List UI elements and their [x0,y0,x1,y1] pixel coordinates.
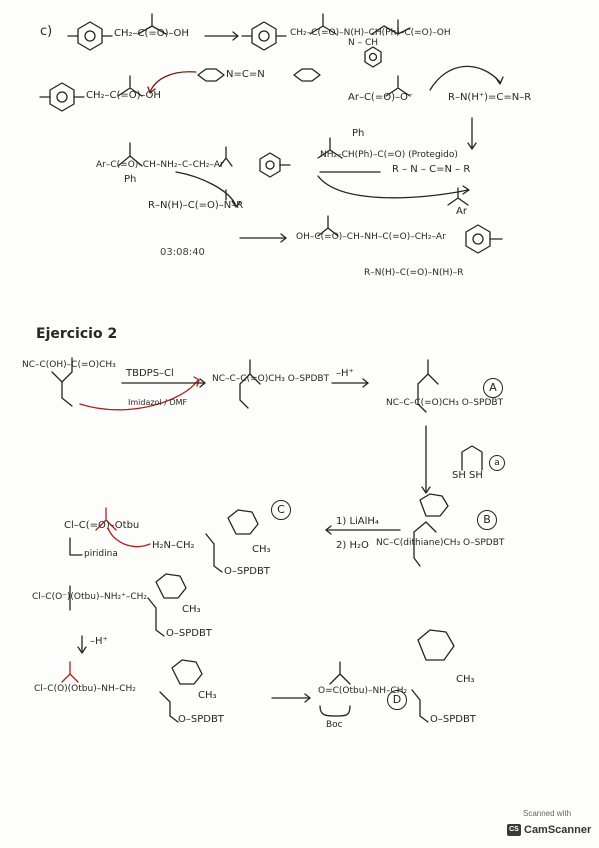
tbdpscl-reagent: TBDPS–Cl [126,368,174,379]
dcc-label: N=C=N [226,69,265,80]
benzene-ring-1 [67,21,113,51]
curved-arrow-collapse [175,171,237,207]
camscanner-brand: CS CamScanner [507,824,591,836]
camscanner-logo-icon: CS [507,824,521,836]
ph-label-1: Ph [124,174,137,185]
compound-b-label: NC–C(dithiane)CH₃ O–SPDBT [376,538,505,548]
benzene-ring-5 [465,224,503,254]
cyclohexyl-ring-2 [293,68,321,82]
dithiane-ring-d1 [171,659,203,685]
red-curved-arrow-silylation [79,379,199,411]
reactant-acid-label: CH₂–C(=O)–OH [114,28,189,39]
label-c-circle: C [271,500,291,520]
o-spdbt-label-c: O–SPDBT [224,566,270,577]
red-carbonyl-int [61,661,79,683]
curved-arrow-proton [429,65,501,91]
ch3-label-int: CH₃ [182,604,201,615]
lialh4-label: 1) LiAlH₄ [336,516,379,527]
camscanner-watermark: Scanned with CS CamScanner [507,809,591,836]
boc-label: Boc [326,720,343,730]
product-d-label: O=C(Otbu)–NH–CH₂ [318,686,408,696]
timer-stamp: 03:08:40 [160,247,205,258]
attack-arrow-pyridine [69,537,83,556]
carboxylate-label: Ar–C(=O)–O⁻ [348,92,414,103]
final-urea-label: R–N(H)–C(=O)–N(H)–R [364,268,464,278]
boc-reagent-label: Cl–C(=O)–Otbu [64,520,140,531]
h2o-label: 2) H₂O [336,540,369,551]
dithiane-ring-c [227,509,259,535]
urea-byproduct-label: R–N(H)–C(=O)–N–R [148,200,244,211]
ejercicio-2-heading: Ejercicio 2 [36,326,118,342]
acid-row2-label: CH₂–C(=O)–OH [86,90,161,101]
isourea-label: R – N – C=N – R [392,164,471,175]
o-spdbt-label-d2: O–SPDBT [430,714,476,725]
protonated-carbodiimide-label: R–N(H⁺)=C=N–R [448,92,532,103]
product-amide-label: CH₂–C(=O)–N(H)–CH(Ph)–C(=O)–OH [290,28,451,38]
ar-label: Ar [456,206,467,217]
o-spdbt-label-d1: O–SPDBT [178,714,224,725]
tetrahedral-intermediate-label: Ar–C(=O)–CH–NH₂–C–CH₂–Ar [96,160,224,170]
o-spdbt-label-int: O–SPDBT [166,628,212,639]
curved-arrow-red-attack [149,71,197,93]
silylated-label: NC–C–C(=O)CH₃ O–SPDBT [212,374,330,384]
amine-c-label: H₂N–CH₂ [152,540,195,551]
label-d-circle: D [387,690,407,710]
deprotonation-label: –H⁺ [336,368,354,379]
red-carbonyl-boc [95,507,117,531]
dithiane-ring-int [155,573,187,599]
camscanner-brand-text: CamScanner [524,824,592,836]
label-a-circle: A [483,378,503,398]
dithiane-ring-d2 [417,629,455,661]
acyl-line-1 [137,13,167,35]
curved-arrow-attack-2 [317,175,469,199]
dithiane-ring-b [419,493,449,517]
product-nh-label: N – CH [348,38,379,48]
ch3-label-d2: CH₃ [456,674,475,685]
scanned-with-text: Scanned with [522,809,572,818]
pyridine-label: piridina [84,549,118,559]
benzene-ring-3 [39,82,85,112]
tetra-int-label: Cl–C(O⁻)(Otbu)–NH₂⁺–CH₂ [32,592,147,602]
compound-a-label: NC–C–C(=O)CH₃ O–SPDBT [386,398,504,408]
red-attack-arrow-amine [107,527,151,548]
carbamate-int-label: Cl–C(O)(Otbu)–NH–CH₂ [34,684,136,694]
ph-label-2: Ph [352,128,365,139]
amine-protegido-label: NH₂–CH(Ph)–C(=O) (Protegido) [320,150,458,160]
dithiol-label: SH SH [452,470,483,481]
benzene-ring-2 [241,21,287,51]
final-product-label: OH–C(=O)–CH–NH–C(=O)–CH₂–Ar [296,232,446,242]
label-b-circle: B [477,510,497,530]
imidazole-dmf-label: Imidazol / DMF [128,398,188,407]
ch3-label-c: CH₃ [252,544,271,555]
dithiol-propane [461,445,483,471]
boc-brace [319,705,351,717]
minus-h-label: –H⁺ [90,636,108,647]
phenyl-ring-product [364,46,382,68]
section-c-marker: c) [40,24,53,39]
benzene-ring-4 [259,152,291,178]
cyclohexyl-ring-1 [197,68,225,82]
start-material-label: NC–C(OH)–C(=O)CH₃ [22,360,116,370]
label-a-small-circle: a [489,455,505,471]
ch3-label-d1: CH₃ [198,690,217,701]
